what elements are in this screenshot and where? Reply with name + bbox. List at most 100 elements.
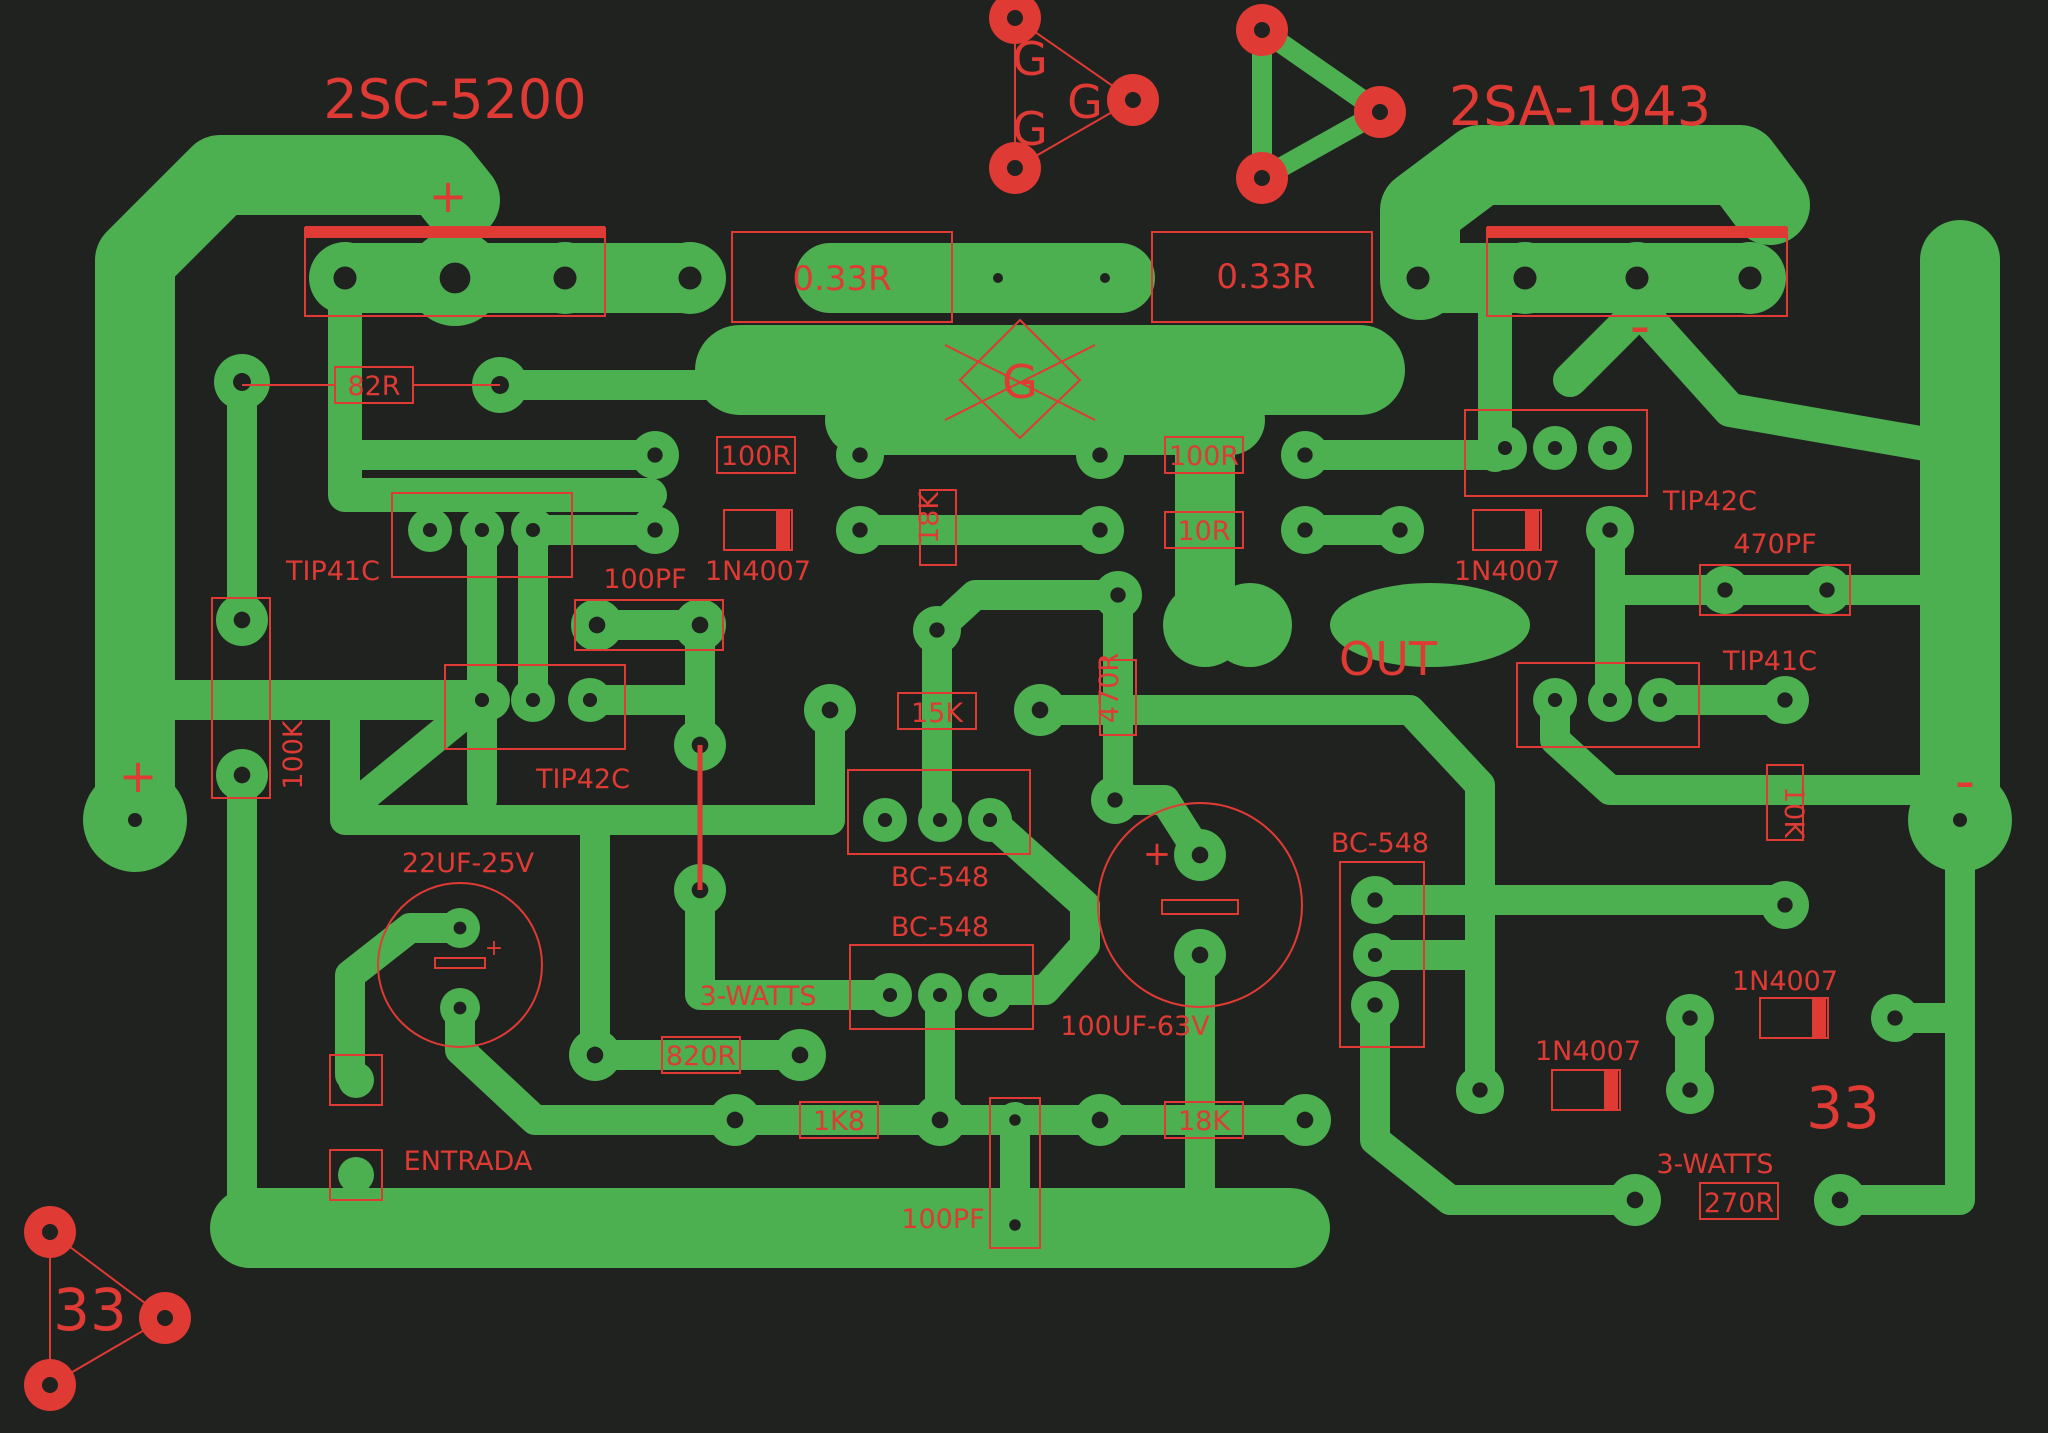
- label-r033-right: 0.33R: [1216, 257, 1315, 297]
- terminal-out-b[interactable]: [1208, 583, 1292, 667]
- label-r100-left: 100R: [721, 441, 791, 472]
- label-c22uf: 22UF-25V: [402, 848, 535, 879]
- drill-hole: [993, 273, 1003, 283]
- drill-hole: [1717, 582, 1733, 598]
- drill-hole: [1777, 897, 1793, 913]
- drill-hole: [233, 611, 251, 629]
- terminal-out-pad[interactable]: [1330, 583, 1530, 667]
- label-tip42c-a: TIP42C: [535, 764, 630, 795]
- label-r100k: 100K: [278, 719, 309, 790]
- drill-hole: [678, 266, 702, 290]
- drill-hole: [1110, 587, 1126, 603]
- drill-hole: [1392, 522, 1408, 538]
- outline-r033-left: [731, 231, 953, 323]
- label-d-bottom-a: 1N4007: [1732, 966, 1838, 997]
- drill-hole: [1819, 582, 1835, 598]
- input-square-pad[interactable]: [344, 1163, 368, 1187]
- band-d-right: [1525, 510, 1539, 550]
- outline-r10k: [1766, 764, 1804, 841]
- outline-r470: [1099, 659, 1137, 736]
- drill-hole: [233, 766, 251, 784]
- label-c100pf-a: 100PF: [603, 564, 686, 595]
- drill-hole: [233, 373, 251, 391]
- outline-bc548-a: [847, 769, 1031, 855]
- drill-hole: [1092, 447, 1108, 463]
- ground-diamond: [958, 318, 1082, 440]
- drill-hole: [586, 1046, 604, 1064]
- drill-hole: [877, 812, 893, 828]
- drill-hole: [931, 1111, 949, 1129]
- outline-d-bottom-b: [1551, 1069, 1621, 1111]
- drill-hole: [1547, 440, 1563, 456]
- label-r820: 820R: [666, 1041, 736, 1072]
- label-ground-top-1: G: [1012, 32, 1048, 86]
- drill-hole: [1497, 440, 1513, 456]
- drill-hole: [1625, 266, 1649, 290]
- drill-hole: [525, 692, 541, 708]
- label-c100pf-b: 100PF: [901, 1204, 984, 1235]
- outline-r100-left: [716, 436, 796, 474]
- drill-hole: [1297, 522, 1313, 538]
- drill-hole: [932, 812, 948, 828]
- drill-hole: [588, 616, 606, 634]
- label-r15k: 15K: [911, 698, 964, 729]
- drill-hole: [1191, 946, 1209, 964]
- label-tip41c-a: TIP41C: [285, 556, 380, 587]
- trace-270r: [1825, 805, 1975, 1215]
- drill-hole: [1406, 266, 1430, 290]
- outline-r10: [1164, 511, 1244, 549]
- outline-d-right: [1472, 509, 1542, 551]
- label-d-bottom-b: 1N4007: [1535, 1036, 1641, 1067]
- input-square-pad[interactable]: [344, 1068, 368, 1092]
- outline-tip42c-a: [444, 664, 626, 750]
- outline-d-left: [723, 509, 793, 551]
- drill-hole: [1777, 692, 1793, 708]
- copper-layer: [95, 125, 2000, 1268]
- label-bc548-b: BC-548: [891, 912, 989, 943]
- label-cap-plus-b: +: [1143, 834, 1172, 874]
- drill-hole: [1091, 1111, 1109, 1129]
- drill-hole: [333, 266, 357, 290]
- outline-bc548-b: [849, 944, 1034, 1030]
- drill-hole: [1191, 846, 1209, 864]
- label-r10k: 10K: [1778, 786, 1809, 839]
- outline-r033-right: [1151, 231, 1373, 323]
- tab-2sa1943: [1487, 226, 1787, 238]
- drill-hole: [791, 1046, 809, 1064]
- outline-tip41c-a: [391, 492, 573, 578]
- drill-hole: [1626, 1191, 1644, 1209]
- outline-r100k: [211, 597, 271, 799]
- label-r033-left: 0.33R: [792, 259, 891, 299]
- trace-right-minus-feed: [1623, 293, 1977, 467]
- ground-cross-b: [944, 344, 1096, 421]
- drill-hole: [932, 987, 948, 1003]
- plate-c22uf: [434, 957, 486, 969]
- label-r18k-v: 18K: [914, 491, 945, 544]
- drill-hole: [1652, 692, 1668, 708]
- outline-r270: [1699, 1182, 1779, 1220]
- drill-hole: [422, 522, 438, 538]
- label-ground-top-2: G: [1067, 75, 1103, 129]
- band-d-bottom-a: [1812, 998, 1826, 1038]
- drill-hole: [474, 692, 490, 708]
- drill-hole: [1092, 522, 1108, 538]
- drill-hole: [1367, 947, 1383, 963]
- label-r1k8: 1K8: [813, 1106, 865, 1137]
- drill-hole: [1682, 1010, 1698, 1026]
- outline-c100uf: [1097, 802, 1303, 1008]
- outline-r100-right: [1164, 436, 1244, 474]
- outline-d-bottom-a: [1759, 997, 1829, 1039]
- plate-c100uf: [1161, 899, 1239, 915]
- label-minus-right: -: [1955, 749, 1975, 814]
- trace-22uf-bot: [445, 993, 750, 1135]
- drill-hole: [525, 522, 541, 538]
- label-ground-center: G: [1002, 355, 1038, 409]
- drill-hole: [453, 1001, 467, 1015]
- drill-hole: [1472, 1082, 1488, 1098]
- outline-entrada-a: [329, 1054, 383, 1106]
- trace-left-rail: [95, 135, 500, 860]
- outline-tip41c-b: [1516, 662, 1700, 748]
- drill-hole: [1009, 1219, 1021, 1231]
- label-r82: 82R: [347, 371, 400, 402]
